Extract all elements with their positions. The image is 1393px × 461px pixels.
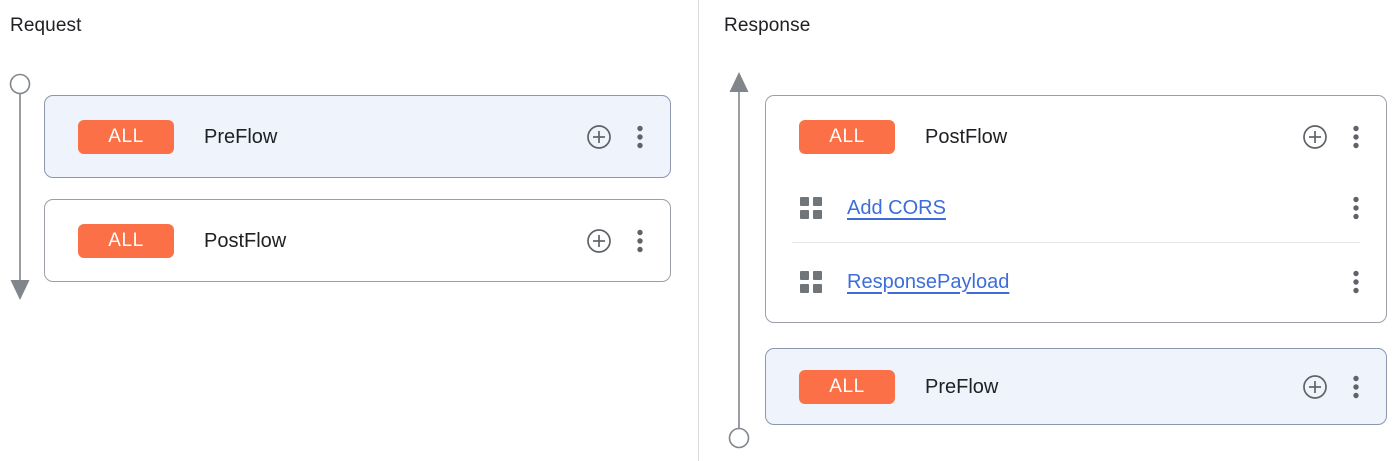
panel-vertical-divider: [698, 0, 699, 461]
flow-header-row: ALL PreFlow: [45, 109, 670, 165]
policy-row[interactable]: ResponsePayload: [766, 255, 1386, 309]
circle-plus-icon[interactable]: [1300, 372, 1330, 402]
flow-row-actions: [584, 122, 652, 152]
kebab-menu-icon[interactable]: [1344, 193, 1368, 223]
kebab-menu-icon[interactable]: [1344, 372, 1368, 402]
flow-row-actions: [1300, 372, 1368, 402]
flow-row-actions: [584, 226, 652, 256]
request-flow-arrow: [4, 68, 38, 308]
response-flow-arrow: [723, 64, 757, 456]
request-preflow-card[interactable]: ALL PreFlow: [44, 95, 671, 178]
request-panel: Request ALL PreFlow: [4, 15, 671, 308]
kebab-menu-icon[interactable]: [1344, 122, 1368, 152]
flow-header-row: ALL PostFlow: [766, 109, 1386, 165]
flow-header-row: ALL PreFlow: [766, 359, 1386, 415]
flow-name-label: PostFlow: [204, 229, 287, 252]
response-panel-title: Response: [724, 15, 811, 36]
flow-start-circle-icon: [9, 73, 31, 95]
response-postflow-card[interactable]: ALL PostFlow: [765, 95, 1387, 323]
flow-end-arrowhead-icon: [729, 72, 749, 92]
circle-plus-icon[interactable]: [1300, 122, 1330, 152]
response-preflow-card[interactable]: ALL PreFlow: [765, 348, 1387, 425]
policy-link[interactable]: Add CORS: [847, 196, 946, 219]
flow-method-badge: ALL: [799, 120, 895, 154]
request-postflow-card[interactable]: ALL PostFlow: [44, 199, 671, 282]
kebab-menu-icon[interactable]: [628, 226, 652, 256]
policy-link[interactable]: ResponsePayload: [847, 270, 1010, 293]
request-panel-title: Request: [10, 15, 82, 36]
flow-name-label: PreFlow: [925, 375, 999, 398]
kebab-menu-icon[interactable]: [628, 122, 652, 152]
flow-name-label: PostFlow: [925, 125, 1008, 148]
flow-header-row: ALL PostFlow: [45, 213, 670, 269]
policy-row[interactable]: Add CORS: [766, 181, 1386, 235]
flow-name-label: PreFlow: [204, 125, 278, 148]
flow-method-badge: ALL: [78, 120, 174, 154]
circle-plus-icon[interactable]: [584, 122, 614, 152]
policy-grid-icon: [800, 271, 826, 293]
flow-method-badge: ALL: [799, 370, 895, 404]
flow-row-actions: [1300, 122, 1368, 152]
flow-end-arrowhead-icon: [10, 280, 30, 300]
circle-plus-icon[interactable]: [584, 226, 614, 256]
policy-row-divider: [792, 242, 1360, 243]
policy-grid-icon: [800, 197, 826, 219]
kebab-menu-icon[interactable]: [1344, 267, 1368, 297]
response-panel: Response ALL PostFlow: [699, 0, 1393, 461]
flow-method-badge: ALL: [78, 224, 174, 258]
flow-start-circle-icon: [728, 427, 750, 449]
